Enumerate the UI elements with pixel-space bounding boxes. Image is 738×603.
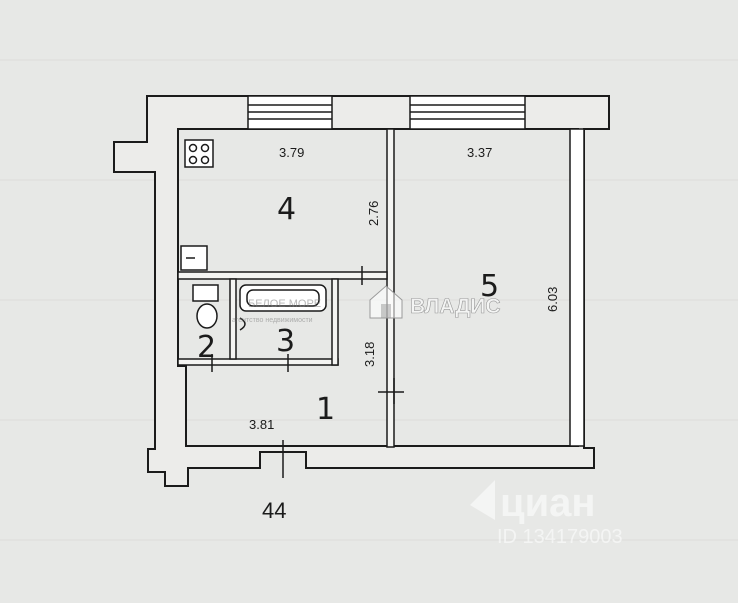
room-number-3: 3: [276, 324, 295, 359]
bathtub-icon: [239, 284, 327, 331]
dim-room5-depth: 6.03: [545, 287, 560, 312]
stove-icon: [184, 139, 214, 168]
dim-room4-width: 3.79: [279, 145, 304, 160]
vladis-logo: [369, 285, 403, 319]
toilet-icon: [192, 284, 219, 329]
watermark-cian: циан: [500, 481, 596, 525]
watermark-beloe-more-sub: агентство недвижимости: [232, 317, 313, 324]
door-marks: [211, 266, 404, 478]
sink-icon: [180, 245, 208, 271]
watermark-beloe-more: БЕЛОЕ МОРЕ: [248, 298, 321, 310]
room-number-1: 1: [316, 392, 335, 427]
dim-room4-depth: 2.76: [366, 201, 381, 226]
room-number-2: 2: [197, 330, 216, 365]
apartment-number: 44: [262, 498, 286, 523]
room-number-4: 4: [277, 192, 296, 227]
dim-room1-depth: 3.18: [362, 342, 377, 367]
room-number-5: 5: [480, 269, 499, 304]
right-window-strip: [569, 128, 585, 447]
watermark-listing-id: ID 134179003: [497, 526, 623, 548]
dim-room5-width: 3.37: [467, 145, 492, 160]
scan-lines: [0, 59, 738, 541]
dim-room1-width: 3.81: [249, 417, 274, 432]
top-window-right: [409, 95, 526, 130]
cian-logo: [470, 480, 495, 520]
watermark-vladis: ВЛАДИС: [410, 295, 501, 318]
top-window-left: [247, 95, 333, 130]
